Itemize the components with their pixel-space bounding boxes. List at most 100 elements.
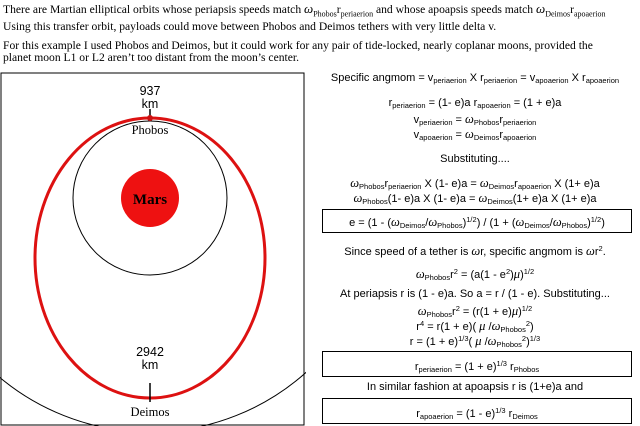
subscript: Deimos [524,221,550,230]
equation-r-periaerion: rperiaerion = (1 + e)1/3 rPhobos [322,358,632,376]
omega-symbol: ω [491,319,501,333]
eq-text: = [452,114,466,126]
intro-line-2: Using this transfer orbit, payloads coul… [3,20,497,33]
equation-eccentricity: e = (1 - (ωDeimos/ωPhobos)1/2) / (1 + (ω… [322,214,632,232]
eq-text: r [594,246,599,258]
deimos-altitude-unit: km [142,358,159,372]
eq-text: r [450,269,454,281]
eq-text: = (1- e)a r [425,97,478,109]
subscript: periaerion [418,365,452,374]
subscript: Phobos [437,221,463,230]
omega-symbol: ω [479,176,489,190]
r-symbol: r [570,3,574,16]
omega-symbol: ω [415,267,425,281]
superscript: 1/3 [458,334,469,343]
equation-specific-angmom: Specific angmom = vperiaerion X rperiaer… [312,72,638,87]
superscript: 1/3 [495,406,506,415]
intro-line-3: For this example I used Phobos and Deimo… [3,39,593,52]
eq-text: v [413,129,420,141]
omega-symbol: ω [390,215,400,229]
omega-symbol: ω [304,1,314,16]
subscript: periaerion [433,76,467,85]
subscript: apoaerion [535,76,569,85]
subscript: Phobos [496,340,522,349]
subscript: Deimos [399,221,426,230]
omega-symbol: ω [515,215,525,229]
eq-text: ) [526,336,530,348]
eq-text: r [514,178,518,190]
superscript: 2 [525,319,531,328]
diagram-frame [0,72,305,426]
equation-substitution-2: ωPhobos(1- e)a X (1- e)a = ωDeimos(1+ e)… [312,192,638,208]
mu-symbol: μ [475,334,482,348]
eq-text: ) [518,306,522,318]
eq-text: r [414,361,419,373]
subscript: Deimos [545,9,571,19]
eq-text: ) [530,321,534,333]
superscript: 1/2 [466,215,477,224]
subscript: Phobos [424,273,451,282]
eq-text: e = (1 - ( [349,217,391,229]
phobos-altitude-value: 937 [140,84,161,98]
eq-text: ( [468,336,476,348]
subscript: Phobos [313,9,337,19]
superscript: 1/3 [529,334,541,343]
eq-text: . [602,246,606,258]
superscript: 2 [521,334,527,343]
eq-text: r [452,306,456,318]
tether-speed-statement: Since speed of a tether is ωr, specific … [312,243,638,258]
eq-text: Specific angmom = v [330,72,434,84]
omega-symbol: ω [471,244,481,258]
phobos-moon [147,115,153,121]
omega-symbol: ω [465,112,474,126]
eq-text: r [416,408,420,420]
eq-text: / [549,217,553,229]
superscript: 1/2 [523,267,535,276]
equation-v-apoaerion: vapoaerion = ωDeimosrapoaerion [312,128,638,144]
eq-text: / [425,217,429,229]
equation-r-solution: r = (1 + e)1/3( μ /ωPhobos2)1/3 [312,333,638,351]
subscript: periaerion [502,118,537,127]
superscript: 4 [419,319,425,328]
subscript: apoaerion [585,76,620,85]
omega-symbol: ω [536,1,546,16]
subscript: apoaerion [419,412,454,421]
subscript: Deimos [487,197,513,206]
intro-text: and whose apoapsis speeds match [373,3,536,16]
eq-text: ) [587,217,591,229]
eq-text: r [388,97,393,109]
eq-text: X (1+ e)a [551,178,600,190]
eq-text: Since speed of a tether is [344,246,472,258]
eq-text: = (1 + e) [451,361,497,373]
subscript: Deimos [473,133,500,142]
subscript: Phobos [473,118,500,127]
mars-planet [121,169,179,227]
eq-text: = (1 + e)a [510,97,562,109]
omega-symbol: ω [353,191,363,205]
omega-symbol: ω [487,334,497,348]
deimos-altitude-value: 2942 [136,345,164,359]
eq-text: r [384,178,389,190]
eq-text: ) / (1 + ( [476,217,516,229]
mars-label: Mars [133,192,167,208]
deimos-label: Deimos [131,405,170,419]
eq-text: X r [568,72,586,84]
eq-text: ) [510,269,514,281]
superscript: 2 [505,267,511,276]
superscript: 1/3 [496,359,507,368]
mu-symbol: μ [511,304,519,318]
intro-line-4: planet moon L1 or L2 aren’t too distant … [3,51,300,64]
subscript: apoaerion [419,133,453,142]
subscript: apoaerion [477,101,511,110]
superscript: 2 [453,267,458,276]
intro-line-1: There are Martian elliptical orbits whos… [3,2,606,21]
eq-text: (1+ e)a X (1+ e)a [512,193,597,205]
mu-symbol: μ [479,319,486,333]
eq-text: (1- e)a X (1- e)a = [387,193,479,205]
subscript: periaerion [340,9,374,19]
omega-symbol: ω [417,304,427,318]
superscript: 2 [455,304,460,313]
eq-text: = (1 - e) [453,408,496,420]
eq-text: ) [520,269,524,281]
eq-text: r [499,129,503,141]
